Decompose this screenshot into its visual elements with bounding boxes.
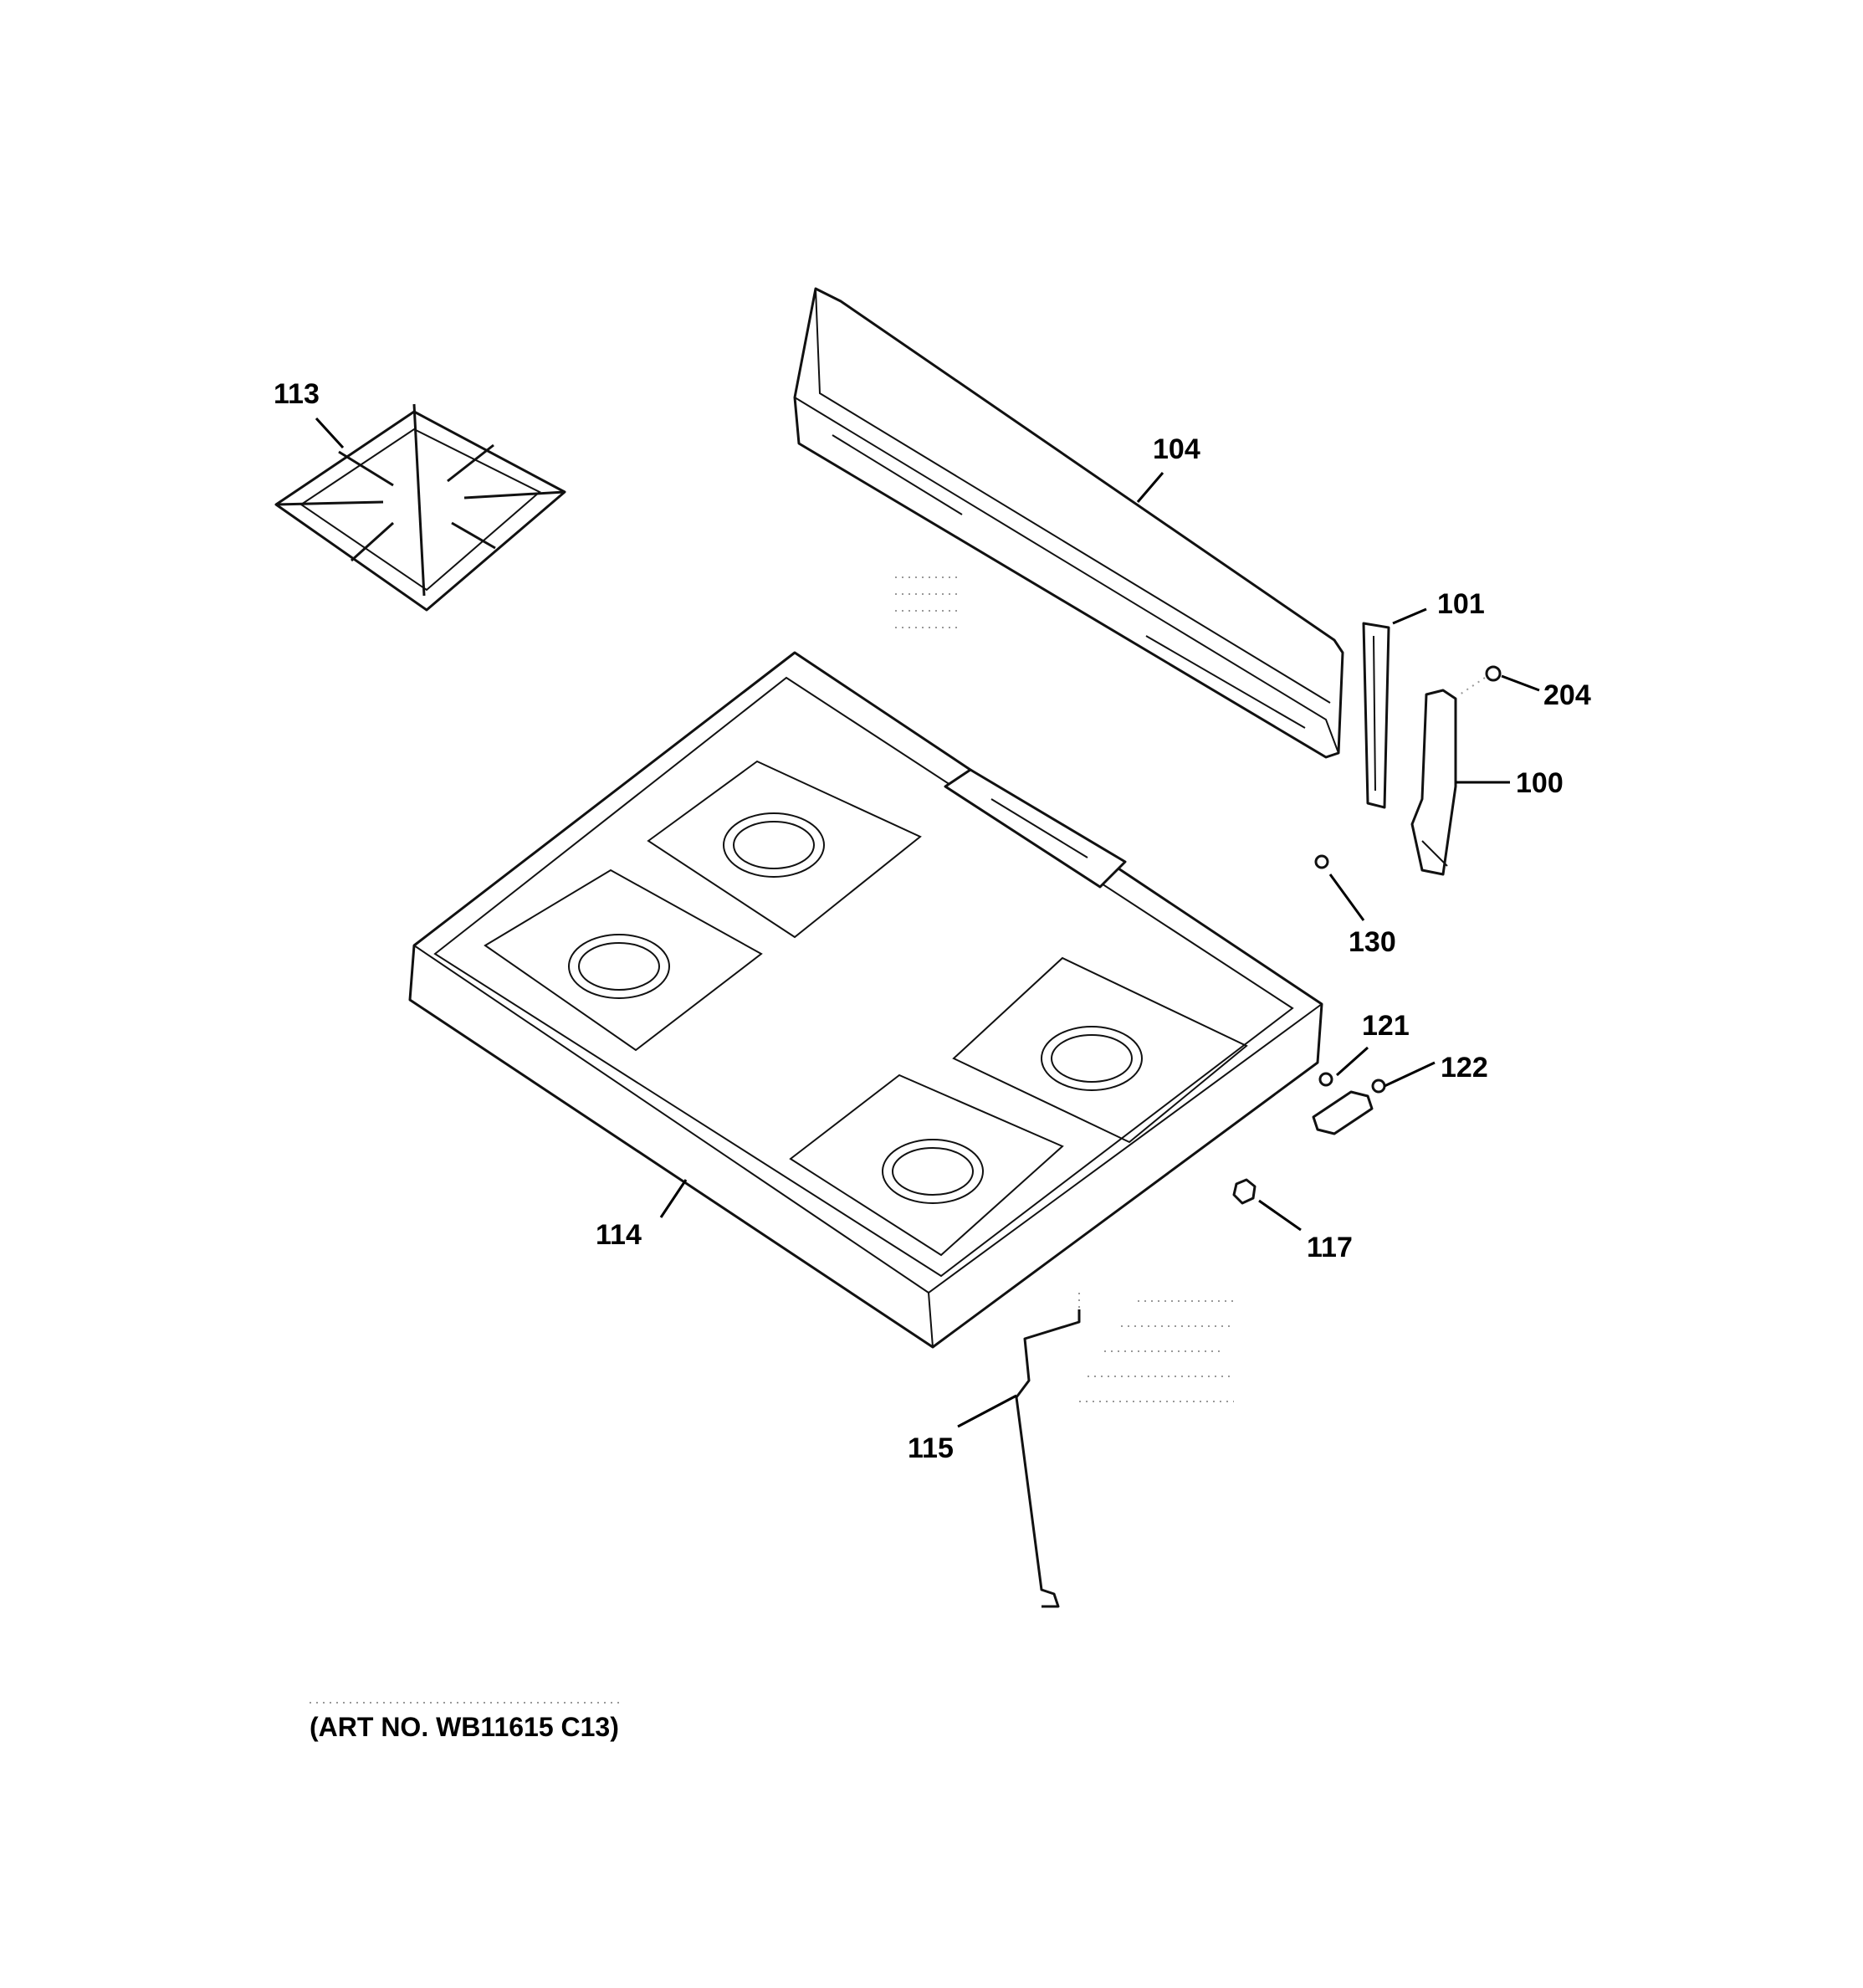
screw-121-part[interactable]: [1318, 1072, 1333, 1087]
callout-104: 104: [1153, 433, 1200, 465]
callout-114: 114: [596, 1219, 642, 1251]
screw-130-part[interactable]: [1314, 854, 1329, 869]
cooktop-main-top-part[interactable]: [408, 651, 1323, 1349]
callout-130: 130: [1349, 926, 1396, 958]
callout-100: 100: [1516, 767, 1564, 799]
leader-lines: [315, 417, 1540, 1428]
end-bracket-part[interactable]: [1362, 622, 1390, 809]
dotted-texture: [895, 576, 1238, 1402]
callout-204: 204: [1543, 679, 1591, 711]
callout-101: 101: [1437, 588, 1485, 620]
end-cap-part[interactable]: [1410, 689, 1457, 876]
screw-204-part[interactable]: [1459, 665, 1502, 695]
callout-121: 121: [1362, 1010, 1410, 1042]
nut-117-part[interactable]: [1232, 1178, 1257, 1205]
callout-117: 117: [1307, 1232, 1353, 1263]
art-number: (ART NO. WB11615 C13): [310, 1712, 619, 1742]
callout-115: 115: [908, 1432, 954, 1464]
callout-113: 113: [274, 378, 320, 410]
rod-115-part[interactable]: [1015, 1293, 1081, 1608]
bracket-122-part[interactable]: [1312, 1079, 1386, 1135]
burner-grate-part[interactable]: [274, 403, 566, 612]
backsplash-part[interactable]: [793, 287, 1344, 759]
callout-122: 122: [1441, 1052, 1488, 1084]
